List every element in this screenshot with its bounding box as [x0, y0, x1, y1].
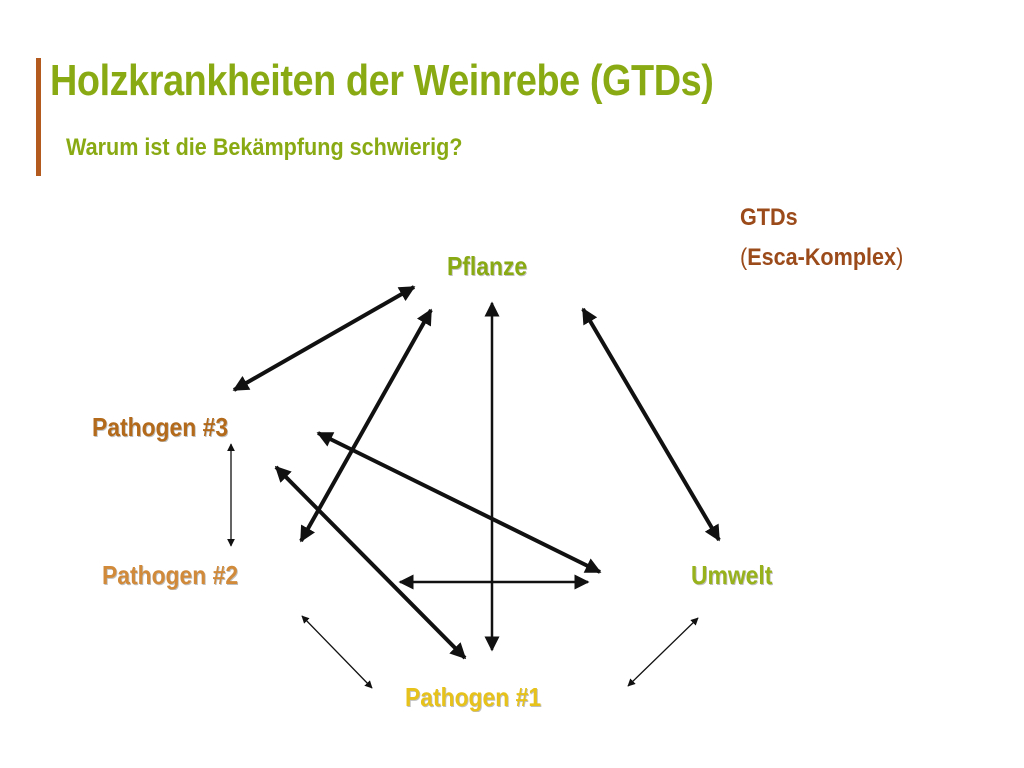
node-umwelt: Umwelt [691, 560, 773, 590]
slide-title: Holzkrankheiten der Weinrebe (GTDs) [50, 56, 714, 105]
arrow-umwelt-pathogen1 [627, 617, 699, 687]
gtd-legend-line1: GTDs [740, 204, 798, 231]
arrow-pflanze-pathogen2 [299, 308, 433, 543]
arrow-pathogen3-pathogen1 [274, 465, 467, 660]
slide-subtitle: Warum ist die Bekämpfung schwierig? [66, 134, 463, 161]
gtd-legend-close-paren: ) [896, 244, 904, 271]
node-pathogen-1: Pathogen #1 [405, 682, 542, 712]
title-accent-bar [36, 58, 41, 176]
arrow-pflanze-pathogen3 [232, 285, 416, 392]
arrow-pathogen2-pathogen1 [301, 615, 373, 689]
gtd-legend: GTDs (Esca-Komplex) [740, 198, 903, 278]
gtd-legend-complex: Esca-Komplex [747, 244, 897, 271]
arrow-pflanze-umwelt [581, 307, 721, 542]
gtd-legend-line2: (Esca-Komplex) [740, 238, 903, 278]
node-pathogen-3: Pathogen #3 [92, 412, 229, 442]
node-pflanze: Pflanze [447, 251, 528, 281]
node-pathogen-2: Pathogen #2 [102, 560, 239, 590]
gtd-legend-open-paren: ( [740, 244, 748, 271]
